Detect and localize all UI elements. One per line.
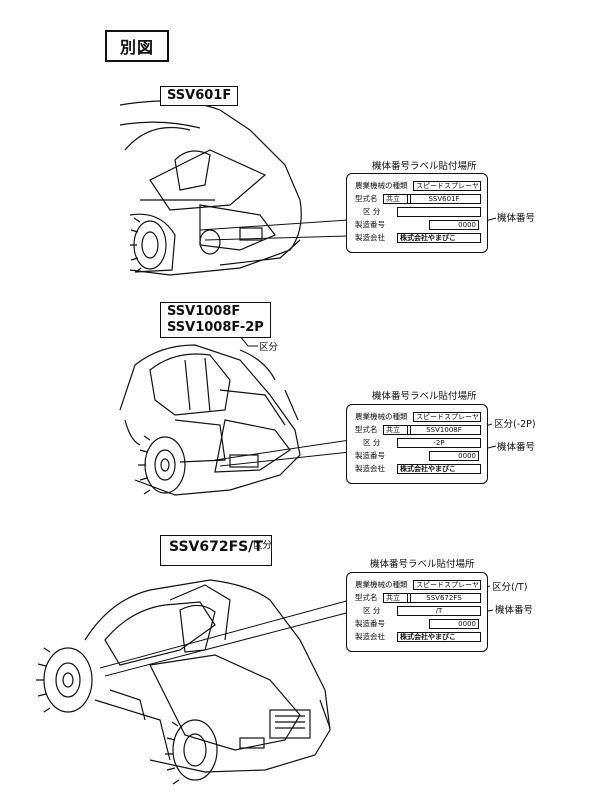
serial-plate: 農業機械の種類 スピードスプレーヤ 型式名 共立 SSV601F 区 分 製造番…	[346, 173, 488, 253]
serial-plate: 農業機械の種類 スピードスプレーヤ 型式名 共立 SSV1008F 区 分 -2…	[346, 404, 488, 484]
model-value: SSV601F	[407, 194, 481, 204]
division-label: 区 分	[363, 438, 381, 447]
serial-label: 製造番号	[355, 220, 385, 229]
machine-type-value: スピードスプレーヤ	[413, 580, 481, 590]
plate-location-title: 機体番号ラベル貼付場所	[370, 559, 475, 570]
appendix-label: 別図	[105, 30, 169, 62]
division-callout-model: 区分	[253, 540, 273, 551]
machine-type-value: スピードスプレーヤ	[413, 181, 481, 191]
serial-label: 製造番号	[355, 619, 385, 628]
machine-type-label: 農業機械の種類	[355, 580, 408, 589]
machine-3-drawing	[36, 579, 331, 785]
maker-value: 株式会社やまびこ	[397, 233, 481, 243]
maker-value: 株式会社やまびこ	[397, 632, 481, 642]
serial-plate: 農業機械の種類 スピードスプレーヤ 型式名 共立 SSV672FS 区 分 /T…	[346, 572, 488, 652]
division-callout: 区分(-2P)	[494, 419, 536, 430]
machine-type-label: 農業機械の種類	[355, 181, 408, 190]
model-name: SSV672FS/T	[169, 539, 263, 555]
maker-label: 製造会社	[355, 233, 385, 242]
division-callout-model: 区分	[259, 342, 279, 353]
machine-type-value: スピードスプレーヤ	[413, 412, 481, 422]
model-prefix: 共立	[383, 425, 411, 435]
serial-value: 0000	[429, 451, 479, 461]
division-value: -2P	[397, 438, 481, 448]
serial-callout: 機体番号	[497, 442, 536, 453]
serial-callout: 機体番号	[497, 213, 536, 224]
maker-label: 製造会社	[355, 464, 385, 473]
model-label: 型式名	[355, 194, 378, 203]
model-name: SSV1008F	[167, 304, 241, 319]
model-box-ssv1008f: SSV1008F SSV1008F-2P	[160, 302, 271, 338]
division-callout: 区分(/T)	[492, 582, 528, 593]
plate-location-title: 機体番号ラベル貼付場所	[372, 161, 477, 172]
serial-value: 0000	[429, 220, 479, 230]
machine-type-label: 農業機械の種類	[355, 412, 408, 421]
division-value	[397, 207, 481, 217]
machine-2-drawing	[119, 344, 301, 496]
model-name: SSV601F	[167, 88, 232, 103]
serial-label: 製造番号	[355, 451, 385, 460]
serial-value: 0000	[429, 619, 479, 629]
model-prefix: 共立	[383, 593, 411, 603]
model-value: SSV1008F	[407, 425, 481, 435]
serial-callout: 機体番号	[495, 605, 534, 616]
model-prefix: 共立	[383, 194, 411, 204]
division-label: 区 分	[363, 606, 381, 615]
division-value: /T	[397, 606, 481, 616]
maker-label: 製造会社	[355, 632, 385, 641]
model-box-ssv672fs: SSV672FS/T	[160, 535, 272, 566]
model-value: SSV672FS	[407, 593, 481, 603]
model-label: 型式名	[355, 593, 378, 602]
model-box-ssv601f: SSV601F	[160, 86, 239, 106]
maker-value: 株式会社やまびこ	[397, 464, 481, 474]
model-name: SSV1008F-2P	[167, 320, 264, 335]
plate-location-title: 機体番号ラベル貼付場所	[372, 391, 477, 402]
division-label: 区 分	[363, 207, 381, 216]
machine-1-drawing	[119, 100, 302, 276]
model-label: 型式名	[355, 425, 378, 434]
